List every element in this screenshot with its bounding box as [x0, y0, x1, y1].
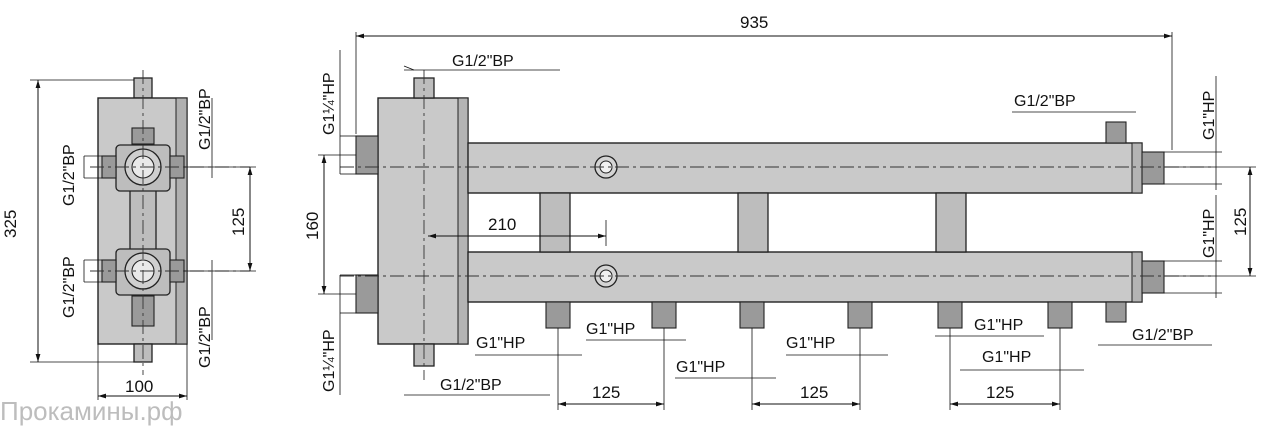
label-side-left-bottom: G1/2"ВР: [61, 256, 78, 318]
separator-body: [377, 97, 469, 345]
label-outlet-2: G1"НР: [586, 321, 635, 338]
dim-935: 935: [740, 13, 768, 32]
outlet-drain: [1105, 301, 1127, 323]
label-side-right-top: G1/2"ВР: [197, 88, 214, 150]
separator-left-bottom-thread: [355, 274, 379, 314]
manifold-lower: [467, 251, 1143, 303]
manifold-top-port: [1105, 121, 1127, 144]
label-side-right-bottom: G1/2"ВР: [197, 306, 214, 368]
dim-side-125: 125: [229, 208, 248, 236]
label-front-top-right-port: G1/2"ВР: [1014, 93, 1076, 110]
outlet-2: [651, 301, 677, 329]
dim-bottom-125-2: 125: [800, 383, 828, 402]
label-outlet-6: G1"НР: [982, 349, 1031, 366]
connector-2: [737, 192, 769, 253]
dim-bottom-125-3: 125: [986, 383, 1014, 402]
outlet-5: [937, 301, 963, 329]
dim-100: 100: [125, 377, 153, 396]
manifold-upper-end-thread: [1141, 151, 1165, 185]
label-front-top-port: G1/2"ВР: [452, 53, 514, 70]
dim-210: 210: [488, 215, 516, 234]
outlet-4: [847, 301, 873, 329]
outlet-6: [1047, 301, 1073, 329]
label-outlet-3: G1"НР: [676, 359, 725, 376]
manifold-lower-end-thread: [1141, 260, 1165, 294]
label-outlet-1: G1"НР: [476, 335, 525, 352]
label-front-bottom-port: G1/2"ВР: [440, 377, 502, 394]
separator-left-top-thread: [355, 135, 379, 175]
label-outlet-5: G1"НР: [974, 317, 1023, 334]
manifold-upper: [467, 142, 1143, 194]
outlet-3: [739, 301, 765, 329]
dim-right-125: 125: [1231, 208, 1250, 236]
label-front-bottom-right-port: G1/2"ВР: [1132, 327, 1194, 344]
label-outlet-4: G1"НР: [786, 335, 835, 352]
connector-3: [935, 192, 967, 253]
sensor-port-upper: [594, 155, 618, 179]
dim-bottom-125-1: 125: [592, 383, 620, 402]
label-front-right-top: G1"НР: [1201, 91, 1218, 140]
label-side-left-top: G1/2"ВР: [61, 144, 78, 206]
outlet-1: [545, 301, 571, 329]
dim-160: 160: [303, 212, 322, 240]
label-front-left-top: G1¼"НР: [321, 72, 338, 135]
connector-1: [539, 192, 571, 253]
front-view: 935 160 210 125 125 125 125 G1/2"ВР: [303, 13, 1256, 410]
watermark: Прокамины.рф: [0, 396, 183, 426]
side-view: 325 100 125 G1/2"ВР G1/2"ВР G1/2"ВР G1/2…: [1, 70, 256, 400]
label-front-right-bottom: G1"НР: [1201, 209, 1218, 258]
label-front-left-bottom: G1¼"НР: [321, 329, 338, 392]
dim-325: 325: [1, 210, 20, 238]
